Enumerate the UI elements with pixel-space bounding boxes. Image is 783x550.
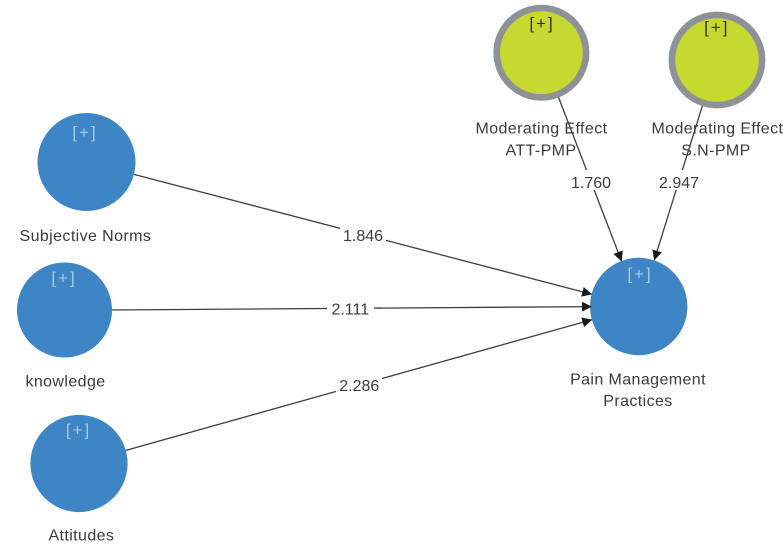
svg-text:knowledge: knowledge [25, 374, 105, 391]
svg-text:Moderating Effect: Moderating Effect [651, 121, 783, 138]
svg-text:S.N-PMP: S.N-PMP [681, 143, 750, 160]
svg-text:ATT-PMP: ATT-PMP [506, 143, 577, 160]
svg-text:1.846: 1.846 [343, 228, 383, 245]
svg-text:[+]: [+] [51, 269, 76, 288]
svg-text:[+]: [+] [529, 14, 554, 33]
svg-text:Pain Management: Pain Management [570, 372, 706, 389]
svg-text:2.286: 2.286 [339, 378, 379, 395]
svg-text:1.760: 1.760 [571, 175, 611, 192]
svg-text:[+]: [+] [627, 265, 652, 284]
svg-text:Moderating Effect: Moderating Effect [476, 121, 608, 138]
svg-text:Practices: Practices [603, 393, 672, 410]
svg-text:Attitudes: Attitudes [48, 528, 114, 545]
svg-text:[+]: [+] [704, 18, 729, 37]
svg-text:2.111: 2.111 [331, 302, 369, 319]
svg-text:2.947: 2.947 [659, 175, 699, 192]
svg-text:[+]: [+] [72, 123, 97, 142]
svg-text:Subjective Norms: Subjective Norms [20, 228, 152, 245]
svg-text:[+]: [+] [66, 421, 91, 440]
